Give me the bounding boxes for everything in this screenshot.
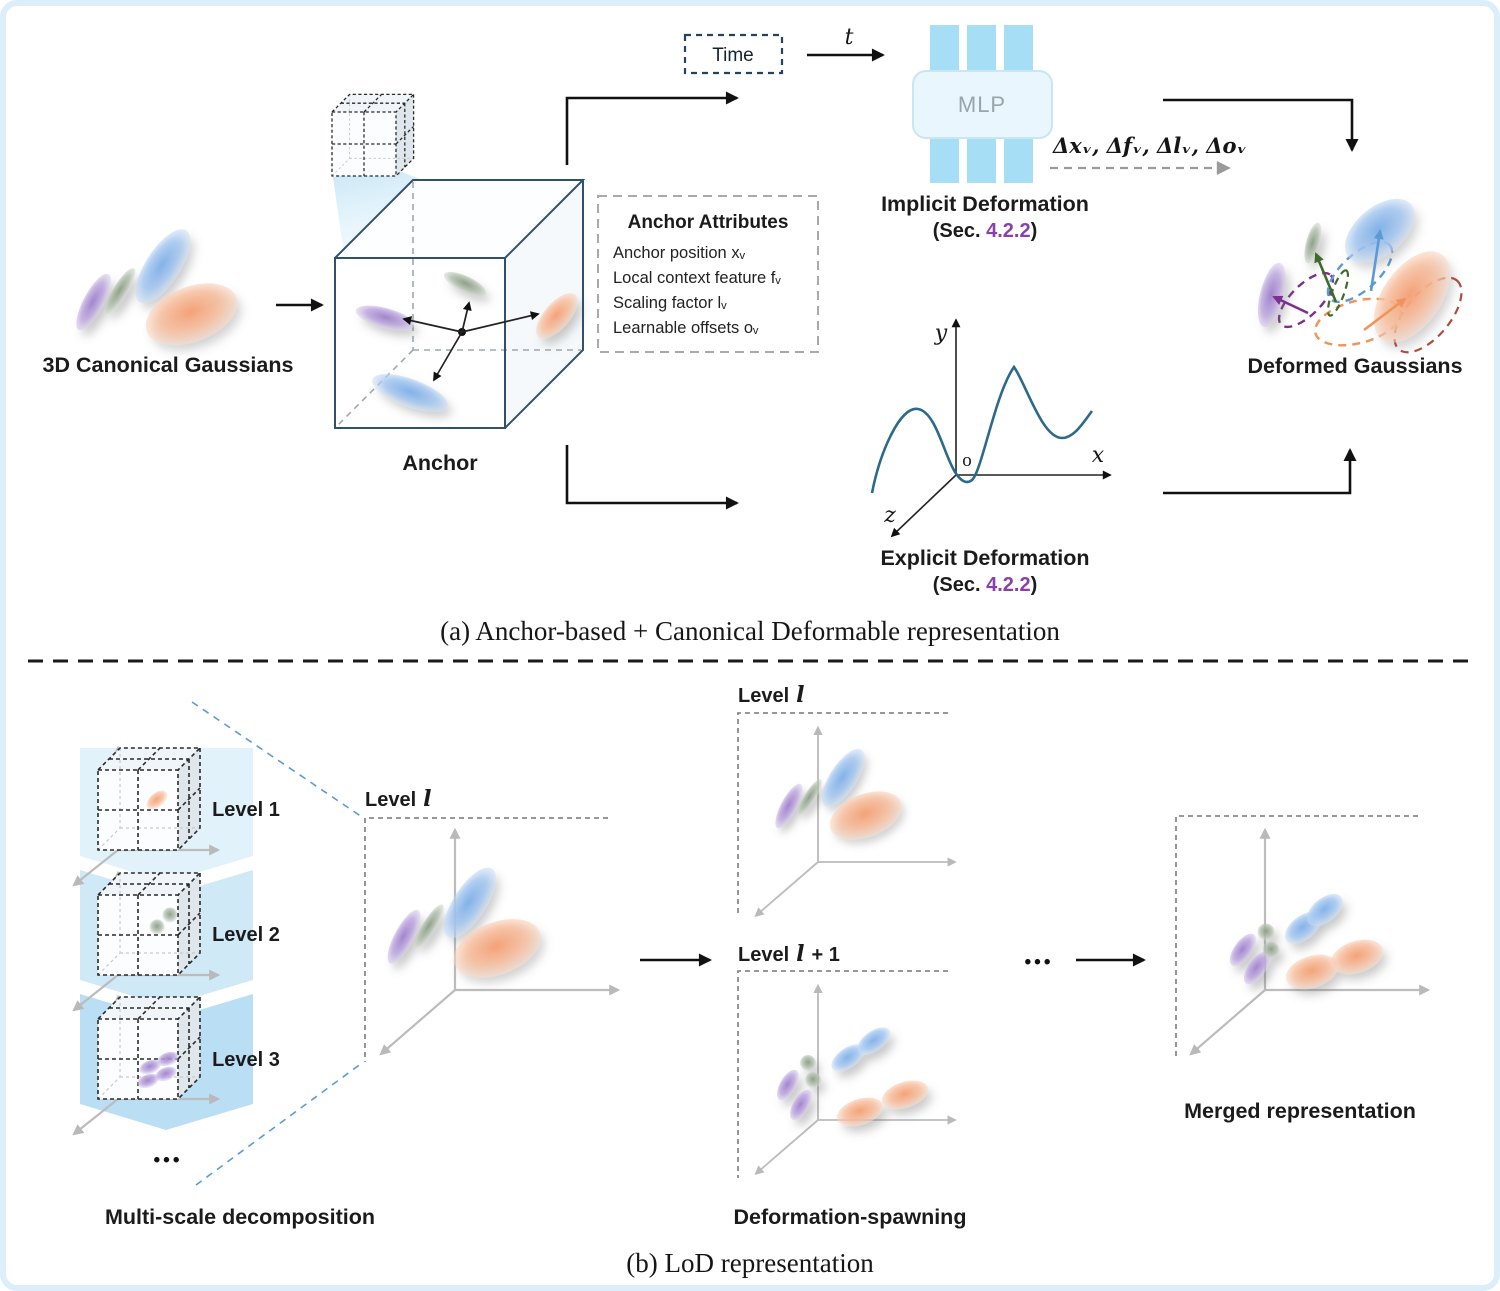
- deformation-curve: [870, 364, 1094, 494]
- level-2-label: Level 2: [212, 924, 280, 946]
- time-label: Time: [712, 45, 754, 66]
- merged-axes: [1191, 830, 1428, 1054]
- level-l-mid-frame: [737, 712, 948, 916]
- implicit-section-ref: (Sec. 4.2.2): [933, 220, 1038, 242]
- level-1-gaussian: [146, 790, 168, 810]
- mlp-block: MLP: [912, 25, 1053, 183]
- level-l1-frame: [737, 970, 948, 1178]
- level-3-label: Level 3: [212, 1049, 280, 1071]
- merged-label: Merged representation: [1184, 1099, 1416, 1123]
- voxel-grid-icon: [331, 93, 415, 177]
- anchor-attributes-title: Anchor Attributes: [628, 212, 789, 233]
- canonical-gaussians-label: 3D Canonical Gaussians: [43, 353, 294, 377]
- multiscale-label: Multi-scale decomposition: [105, 1205, 375, 1229]
- level-l-mid-cluster: [770, 742, 909, 850]
- axis-x-label: x: [1092, 443, 1105, 468]
- arrow-anchor-to-explicit: [565, 445, 739, 510]
- anchor-label: Anchor: [402, 451, 478, 475]
- multiscale-stack: Level 1 Level 2 Level 3 •••: [74, 748, 280, 1171]
- mlp-box: [912, 70, 1053, 139]
- deformation-outputs-label: Δxᵥ, Δfᵥ, Δlᵥ, Δoᵥ: [1052, 133, 1247, 158]
- panel-a: 3D Canonical Gaussians: [43, 25, 1463, 646]
- level-l1-spawned-cluster: [777, 1027, 929, 1127]
- panel-b-caption: (b) LoD representation: [626, 1248, 874, 1278]
- stack-ellipsis: •••: [154, 1150, 183, 1171]
- level-l-left-frame: [364, 817, 608, 1062]
- canonical-gaussians-cluster: [69, 221, 247, 358]
- time-box: Time: [683, 33, 784, 75]
- arrow-anchor-to-implicit: [565, 91, 739, 165]
- arrow-explicit-to-deformed: [1163, 448, 1357, 495]
- spawning-label: Deformation-spawning: [734, 1205, 967, 1229]
- level-3-gaussians: [137, 1051, 179, 1089]
- deformed-gaussians-cluster: [1257, 198, 1463, 354]
- anchor-attributes-box: Anchor Attributes Anchor position xᵥ Loc…: [597, 195, 819, 353]
- zoom-fan-lines: [191, 701, 363, 1186]
- axis-z-label: z: [883, 503, 896, 528]
- anchor-cube-gaussians: [355, 271, 578, 412]
- level-2-gaussians: [149, 907, 178, 935]
- level-l-left-cluster: [381, 859, 550, 990]
- level-1-label: Level 1: [212, 799, 280, 821]
- anchor-attribute-offsets: Learnable offsets oᵥ: [613, 319, 759, 337]
- anchor-offset-arrows: [402, 301, 540, 382]
- explicit-section-ref: (Sec. 4.2.2): [933, 574, 1038, 596]
- panel-a-caption: (a) Anchor-based + Canonical Deformable …: [440, 616, 1060, 646]
- axis-origin-label: o: [962, 450, 972, 471]
- axis-y-label: y: [934, 321, 948, 346]
- deformation-motion-arrows: [1272, 229, 1407, 332]
- merged-panel: [1175, 815, 1428, 1058]
- level-2-voxel-cube: [97, 872, 201, 976]
- spawning-ellipsis: •••: [1025, 952, 1054, 973]
- explicit-deformation-plot: y x z o: [870, 318, 1112, 538]
- arrow-implicit-to-deformed: [1163, 98, 1359, 152]
- anchor-attribute-position: Anchor position xᵥ: [613, 244, 746, 262]
- time-variable: t: [845, 25, 854, 50]
- mlp-label: MLP: [958, 92, 1006, 117]
- merged-cluster: [1229, 893, 1384, 990]
- anchor-attribute-feature: Local context feature fᵥ: [613, 269, 781, 287]
- anchor-attribute-scaling: Scaling factor lᵥ: [613, 294, 727, 312]
- anchor-cube: [334, 179, 586, 429]
- deformed-gaussians-label: Deformed Gaussians: [1247, 354, 1462, 378]
- explicit-deformation-title: Explicit Deformation: [880, 546, 1089, 570]
- implicit-deformation-title: Implicit Deformation: [881, 192, 1089, 216]
